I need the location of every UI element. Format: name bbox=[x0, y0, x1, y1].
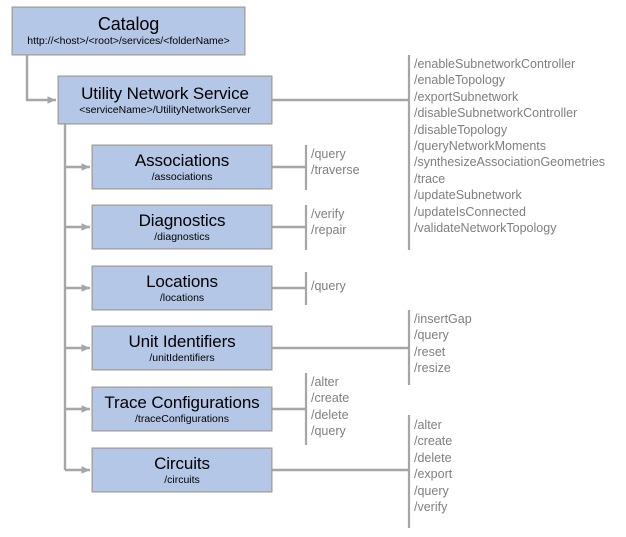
node-catalog[interactable]: Catalog http://<host>/<root>/services/<f… bbox=[12, 7, 245, 55]
operation-item: /verify bbox=[414, 500, 448, 515]
node-catalog-path: http://<host>/<root>/services/<folderNam… bbox=[27, 34, 230, 47]
node-circuits-path: /circuits bbox=[164, 473, 200, 486]
operation-item: /enableTopology bbox=[414, 73, 506, 88]
operation-item: /enableSubnetworkController bbox=[414, 57, 576, 71]
node-associations-path: /associations bbox=[151, 170, 213, 183]
operation-item: /create bbox=[414, 434, 453, 449]
operations-locations: /query bbox=[311, 278, 346, 294]
node-trace-configurations[interactable]: Trace Configurations /traceConfiguration… bbox=[92, 387, 272, 431]
node-utility-network-service[interactable]: Utility Network Service <serviceName>/Ut… bbox=[58, 76, 272, 124]
node-unit-identifiers[interactable]: Unit Identifiers /unitIdentifiers bbox=[92, 326, 272, 370]
operation-item: /alter bbox=[311, 375, 339, 389]
operation-item: /query bbox=[311, 147, 346, 161]
operation-item: /delete bbox=[311, 407, 349, 422]
node-service-path: <serviceName>/UtilityNetworkServer bbox=[79, 103, 251, 116]
node-catalog-title: Catalog bbox=[97, 13, 160, 34]
operation-item: /resize bbox=[414, 361, 451, 376]
operation-item: /exportSubnetwork bbox=[414, 89, 519, 104]
node-unit-identifiers-title: Unit Identifiers bbox=[128, 331, 236, 351]
operation-item: /trace bbox=[414, 171, 446, 186]
operation-item: /synthesizeAssociationGeometries bbox=[414, 155, 606, 170]
operation-item: /traverse bbox=[311, 163, 360, 178]
operation-item: /queryNetworkMoments bbox=[414, 139, 546, 154]
node-diagnostics-title: Diagnostics bbox=[138, 210, 226, 230]
node-locations-title: Locations bbox=[146, 271, 218, 291]
operation-item: /alter bbox=[414, 418, 442, 432]
operation-item: /reset bbox=[414, 344, 446, 359]
node-circuits-title: Circuits bbox=[154, 453, 210, 473]
operations-circuits: /alter/create/delete/export/query/verify bbox=[414, 417, 452, 515]
operation-item: /insertGap bbox=[414, 312, 472, 326]
operations-unit-identifiers: /insertGap/query/reset/resize bbox=[414, 311, 472, 377]
operation-item: /updateSubnetwork bbox=[414, 188, 522, 203]
node-circuits[interactable]: Circuits /circuits bbox=[92, 448, 272, 492]
operation-item: /repair bbox=[311, 223, 347, 238]
operation-item: /create bbox=[311, 391, 350, 406]
node-associations-title: Associations bbox=[134, 150, 230, 170]
operations-diagnostics: /verify/repair bbox=[311, 206, 346, 239]
operation-item: /query bbox=[414, 483, 449, 498]
operation-item: /query bbox=[311, 424, 346, 439]
node-diagnostics[interactable]: Diagnostics /diagnostics bbox=[92, 205, 272, 249]
node-unit-identifiers-path: /unitIdentifiers bbox=[149, 351, 215, 364]
node-associations[interactable]: Associations /associations bbox=[92, 145, 272, 189]
operation-item: /verify bbox=[311, 207, 345, 221]
operation-item: /updateIsConnected bbox=[414, 204, 526, 219]
node-locations-path: /locations bbox=[159, 291, 205, 304]
node-trace-configurations-path: /traceConfigurations bbox=[135, 412, 229, 425]
operations-trace-configurations: /alter/create/delete/query bbox=[311, 374, 349, 440]
operations-associations: /query/traverse bbox=[311, 146, 360, 179]
node-diagnostics-path: /diagnostics bbox=[154, 230, 210, 243]
operation-item: /export bbox=[414, 467, 453, 482]
operation-item: /validateNetworkTopology bbox=[414, 221, 557, 236]
operation-item: /query bbox=[311, 279, 346, 293]
operation-item: /query bbox=[414, 328, 449, 343]
operation-item: /delete bbox=[414, 450, 452, 465]
operation-item: /disableTopology bbox=[414, 122, 508, 137]
node-locations[interactable]: Locations /locations bbox=[92, 266, 272, 310]
wire-catalog-to-service bbox=[25, 55, 56, 104]
node-trace-configurations-title: Trace Configurations bbox=[104, 392, 260, 412]
operation-item: /disableSubnetworkController bbox=[414, 106, 578, 121]
operations-service: /enableSubnetworkController/enableTopolo… bbox=[414, 56, 605, 236]
node-service-title: Utility Network Service bbox=[81, 83, 249, 103]
